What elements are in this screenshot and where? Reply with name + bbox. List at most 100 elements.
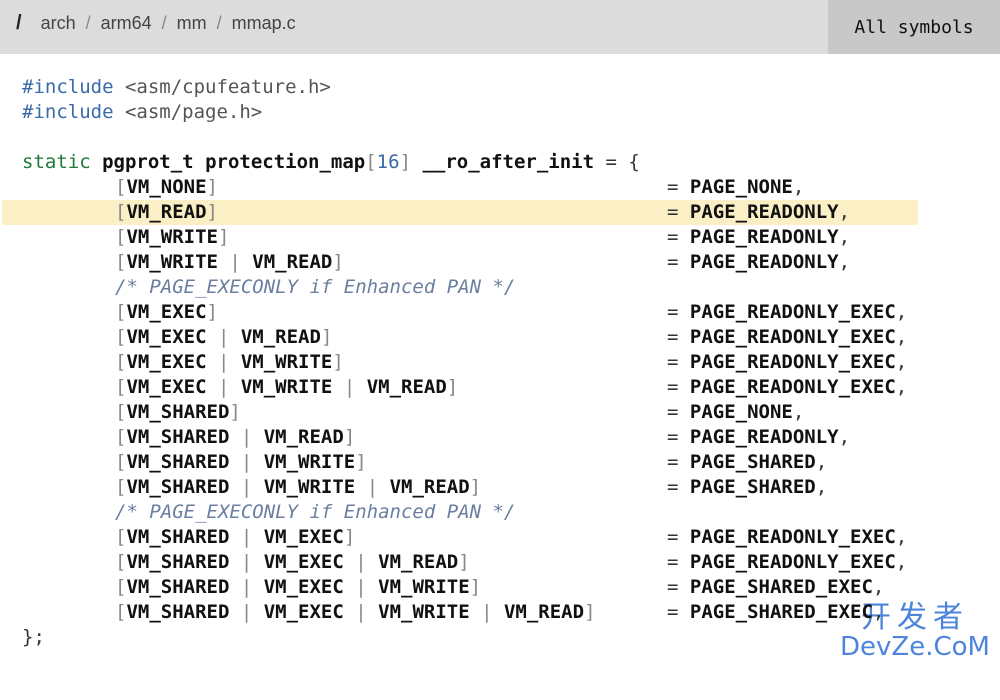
bracket: ] bbox=[206, 201, 218, 223]
entry-index: [VM_SHARED | VM_EXEC | VM_READ] bbox=[115, 550, 470, 575]
assign-operator: = bbox=[667, 476, 690, 498]
page-prot-symbol[interactable]: PAGE_READONLY bbox=[689, 426, 839, 448]
entry-index: [VM_WRITE] bbox=[115, 225, 229, 250]
vm-flag-symbol[interactable]: VM_EXEC bbox=[126, 301, 207, 323]
type-identifier[interactable]: pgprot_t bbox=[102, 151, 194, 173]
vm-flag-symbol[interactable]: VM_EXEC bbox=[263, 551, 344, 573]
vm-flag-symbol[interactable]: VM_READ bbox=[252, 251, 333, 273]
vm-flag-symbol[interactable]: VM_NONE bbox=[126, 176, 207, 198]
page-prot-symbol[interactable]: PAGE_SHARED_EXEC bbox=[689, 576, 873, 598]
protection-map-entry: [VM_SHARED | VM_EXEC | VM_READ]= PAGE_RE… bbox=[0, 550, 1000, 575]
protection-map-entry: [VM_EXEC | VM_WRITE | VM_READ]= PAGE_REA… bbox=[0, 375, 1000, 400]
vm-flag-symbol[interactable]: VM_EXEC bbox=[126, 326, 207, 348]
bracket: [ bbox=[115, 251, 127, 273]
page-prot-symbol[interactable]: PAGE_NONE bbox=[689, 176, 793, 198]
breadcrumb-item-arch[interactable]: arch bbox=[40, 13, 76, 33]
assign-operator: = bbox=[667, 576, 690, 598]
vm-flag-symbol[interactable]: VM_EXEC bbox=[126, 376, 207, 398]
vm-flag-symbol[interactable]: VM_WRITE bbox=[378, 576, 470, 598]
breadcrumb-item-file[interactable]: mmap.c bbox=[231, 13, 296, 33]
vm-flag-symbol[interactable]: VM_SHARED bbox=[126, 601, 230, 623]
page-prot-symbol[interactable]: PAGE_SHARED bbox=[689, 451, 816, 473]
entry-index: [VM_NONE] bbox=[115, 175, 218, 200]
entry-index: [VM_SHARED | VM_WRITE | VM_READ] bbox=[115, 475, 481, 500]
vm-flag-symbol[interactable]: VM_WRITE bbox=[240, 351, 333, 373]
protection-map-entry: [VM_SHARED | VM_EXEC | VM_WRITE | VM_REA… bbox=[0, 600, 1000, 625]
assign-operator: = bbox=[667, 526, 690, 548]
comma: , bbox=[792, 401, 805, 423]
vm-flag-symbol[interactable]: VM_SHARED bbox=[126, 451, 230, 473]
vm-flag-symbol[interactable]: VM_SHARED bbox=[126, 526, 230, 548]
attribute-identifier[interactable]: __ro_after_init bbox=[422, 151, 595, 173]
entry-index: [VM_EXEC] bbox=[115, 300, 218, 325]
vm-flag-symbol[interactable]: VM_READ bbox=[240, 326, 321, 348]
vm-flag-symbol[interactable]: VM_SHARED bbox=[126, 551, 230, 573]
vm-flag-symbol[interactable]: VM_WRITE bbox=[263, 451, 356, 473]
page-prot-symbol[interactable]: PAGE_READONLY bbox=[689, 251, 839, 273]
comma: , bbox=[838, 226, 851, 248]
vm-flag-symbol[interactable]: VM_WRITE bbox=[126, 226, 218, 248]
vm-flag-symbol[interactable]: VM_SHARED bbox=[126, 476, 230, 498]
watermark-en: DevZe.CoM bbox=[840, 631, 990, 662]
or-operator: | bbox=[355, 476, 390, 498]
vm-flag-symbol[interactable]: VM_SHARED bbox=[126, 576, 230, 598]
vm-flag-symbol[interactable]: VM_SHARED bbox=[126, 401, 230, 423]
vm-flag-symbol[interactable]: VM_READ bbox=[378, 551, 459, 573]
vm-flag-symbol[interactable]: VM_EXEC bbox=[263, 601, 344, 623]
vm-flag-symbol[interactable]: VM_WRITE bbox=[126, 251, 218, 273]
vm-flag-symbol[interactable]: VM_EXEC bbox=[126, 351, 207, 373]
comma: , bbox=[838, 251, 851, 273]
or-operator: | bbox=[206, 326, 241, 348]
comma: , bbox=[895, 551, 908, 573]
comma: , bbox=[815, 451, 828, 473]
bracket: [ bbox=[115, 201, 127, 223]
bracket: ] bbox=[355, 451, 367, 473]
symbol-identifier[interactable]: protection_map bbox=[205, 151, 366, 173]
page-prot-symbol[interactable]: PAGE_READONLY_EXEC bbox=[689, 526, 896, 548]
code-line-blank bbox=[0, 125, 1000, 150]
or-operator: | bbox=[206, 376, 241, 398]
bracket: ] bbox=[458, 551, 470, 573]
page-prot-symbol[interactable]: PAGE_READONLY_EXEC bbox=[689, 376, 896, 398]
vm-flag-symbol[interactable]: VM_READ bbox=[126, 201, 207, 223]
include-header-link[interactable]: <asm/cpufeature.h> bbox=[124, 76, 331, 98]
breadcrumb-item-arm64[interactable]: arm64 bbox=[100, 13, 152, 33]
page-prot-symbol[interactable]: PAGE_SHARED bbox=[689, 476, 816, 498]
entry-value: = PAGE_NONE, bbox=[667, 175, 804, 200]
entry-index: [VM_SHARED | VM_READ] bbox=[115, 425, 355, 450]
bracket: ] bbox=[343, 526, 356, 548]
page-prot-symbol[interactable]: PAGE_READONLY bbox=[689, 201, 839, 223]
vm-flag-symbol[interactable]: VM_WRITE bbox=[378, 601, 470, 623]
page-prot-symbol[interactable]: PAGE_READONLY_EXEC bbox=[689, 301, 896, 323]
breadcrumb-separator: / bbox=[161, 13, 167, 33]
code-line-include-1: #include <asm/cpufeature.h> bbox=[0, 75, 1000, 100]
assign-operator: = bbox=[667, 401, 690, 423]
all-symbols-button[interactable]: All symbols bbox=[828, 0, 1000, 54]
protection-map-entry: [VM_EXEC | VM_WRITE]= PAGE_READONLY_EXEC… bbox=[0, 350, 1000, 375]
page-prot-symbol[interactable]: PAGE_READONLY_EXEC bbox=[689, 351, 896, 373]
protection-map-entry: [VM_SHARED | VM_WRITE]= PAGE_SHARED, bbox=[0, 450, 1000, 475]
vm-flag-symbol[interactable]: VM_WRITE bbox=[240, 376, 333, 398]
code-line-close: }; bbox=[0, 625, 1000, 650]
page-prot-symbol[interactable]: PAGE_NONE bbox=[689, 401, 793, 423]
page-prot-symbol[interactable]: PAGE_READONLY_EXEC bbox=[689, 326, 896, 348]
include-header-link[interactable]: <asm/page.h> bbox=[124, 101, 263, 123]
vm-flag-symbol[interactable]: VM_READ bbox=[389, 476, 470, 498]
breadcrumb-item-mm[interactable]: mm bbox=[176, 13, 207, 33]
vm-flag-symbol[interactable]: VM_WRITE bbox=[263, 476, 356, 498]
or-operator: | bbox=[217, 251, 253, 273]
entry-index: [VM_READ] bbox=[115, 200, 218, 225]
vm-flag-symbol[interactable]: VM_SHARED bbox=[126, 426, 230, 448]
file-path-bar: / arch/arm64/mm/mmap.c All symbols bbox=[0, 0, 1000, 54]
vm-flag-symbol[interactable]: VM_EXEC bbox=[263, 576, 344, 598]
page-prot-symbol[interactable]: PAGE_SHARED_EXEC bbox=[689, 601, 873, 623]
vm-flag-symbol[interactable]: VM_READ bbox=[503, 601, 585, 623]
page-prot-symbol[interactable]: PAGE_READONLY_EXEC bbox=[689, 551, 896, 573]
vm-flag-symbol[interactable]: VM_READ bbox=[263, 426, 344, 448]
breadcrumb: / arch/arm64/mm/mmap.c bbox=[16, 12, 296, 35]
page-prot-symbol[interactable]: PAGE_READONLY bbox=[689, 226, 839, 248]
vm-flag-symbol[interactable]: VM_READ bbox=[366, 376, 447, 398]
bracket: [ bbox=[115, 226, 127, 248]
vm-flag-symbol[interactable]: VM_EXEC bbox=[263, 526, 344, 548]
breadcrumb-root[interactable]: / bbox=[16, 12, 22, 34]
